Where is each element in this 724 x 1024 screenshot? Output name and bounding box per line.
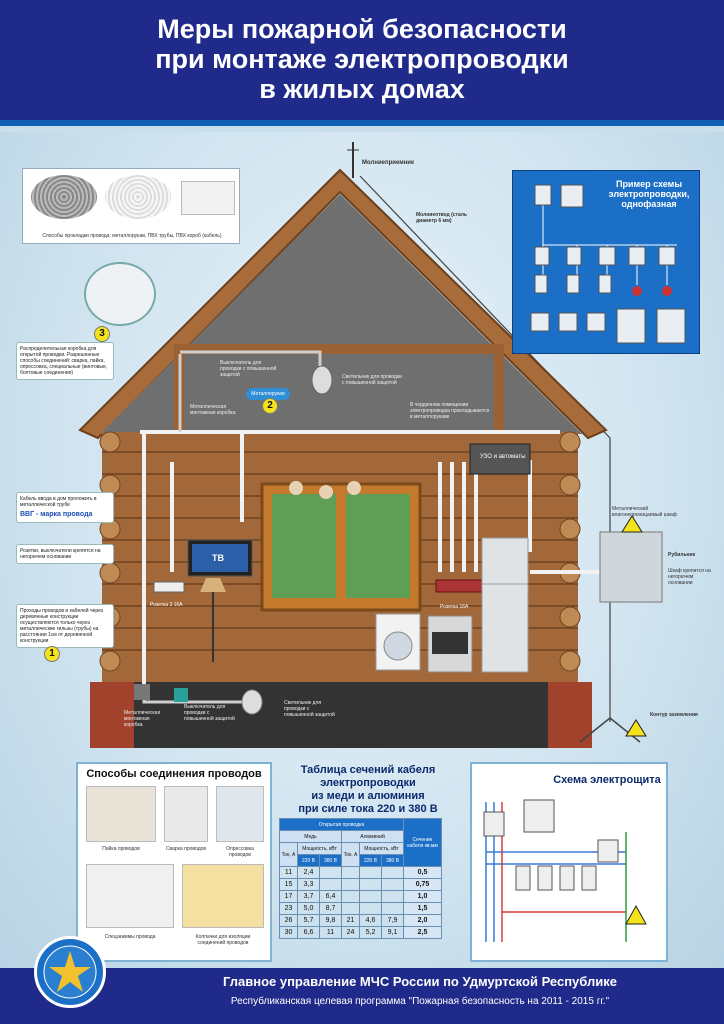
metal-box-label: Металлическая монтажная коробка <box>190 404 236 416</box>
open-wiring-header: Открытая проводка <box>279 818 404 831</box>
basement-switch-label: Выключатель для проводки с повышенной за… <box>184 704 235 722</box>
tv-label: ТВ <box>212 553 224 563</box>
cable-methods-caption: Способы прокладки провода: металлорукав,… <box>42 233 222 239</box>
socket-left-label: Розетка 3 16А <box>150 602 183 608</box>
metal-hose-tag: Металлорукав <box>246 388 290 400</box>
connection-crimp-label: Опрессовка проводов <box>226 846 254 858</box>
panel-schema: Схема электрощита <box>470 762 668 962</box>
badge-2: 2 <box>262 398 278 414</box>
connection-caps-label: Колпачки для изоляции соединений проводо… <box>195 934 251 946</box>
alu-power-header: Мощность, кВт <box>359 842 404 855</box>
lamp-label-attic: Светильник для проводки с повышенной защ… <box>342 374 402 386</box>
alu-380-header: 380 В <box>381 854 404 867</box>
cable-table-title: Таблица сечений кабеля электропроводки и… <box>298 764 438 815</box>
panel-diagram <box>483 799 647 942</box>
socket-note-label: Розетки, выключатели крепятся на негорюч… <box>16 544 114 564</box>
copper-current-header: Ток, А <box>279 842 298 867</box>
wire-passage-label: Проходы проводов и кабелей через деревян… <box>16 604 114 648</box>
connections-title: Способы соединения проводов <box>86 768 262 780</box>
breaker-label: Рубильник <box>668 552 696 558</box>
copper-220-header: 220 В <box>297 854 320 867</box>
badge-3: 3 <box>94 326 110 342</box>
poster-title: Меры пожарной безопасности при монтаже э… <box>155 14 569 104</box>
connection-solder-label: Пайка проводов <box>102 846 140 852</box>
header-banner: Меры пожарной безопасности при монтаже э… <box>0 0 724 126</box>
cable-duct-image <box>181 181 235 215</box>
single-phase-schema: Пример схемы электропроводки, однофазная <box>512 170 700 354</box>
connection-solder-image <box>86 786 156 842</box>
basement-box-label: Металлическая монтажная коробка <box>124 710 161 728</box>
cabinet-mount-label: Шкаф крепится на негорючем основании <box>668 568 711 586</box>
cable-methods-box: Способы прокладки провода: металлорукав,… <box>22 168 240 244</box>
lightning-rod-label: Молниеприемник <box>362 160 414 166</box>
connection-clamps-label: Спецзажимы провода <box>104 934 156 940</box>
pipe-coil-image <box>105 175 171 219</box>
uzo-label: УЗО и автоматы <box>480 454 526 460</box>
single-phase-diagram <box>530 184 686 344</box>
footer-line-1: Главное управление МЧС России по Удмуртс… <box>223 974 617 989</box>
cabinet-label: Металлический влагонепроницаемый шкаф <box>612 506 677 518</box>
connection-crimp-image <box>216 786 264 842</box>
copper-header: Медь <box>279 830 342 843</box>
alu-header: Алюминий <box>341 830 404 843</box>
down-conductor-label: Молниеотвод (сталь диаметр 6 мм) <box>416 212 468 224</box>
junction-box-image <box>84 262 156 326</box>
socket-right-label: Розетка 16А <box>440 604 469 610</box>
panel-schema-title: Схема электрощита <box>553 774 661 786</box>
footer-line-2: Республиканская целевая программа "Пожар… <box>230 996 610 1007</box>
alu-current-header: Ток, А <box>341 842 360 867</box>
single-phase-schema-title: Пример схемы электропроводки, однофазная <box>608 179 690 209</box>
connection-caps-image <box>182 864 264 928</box>
connection-weld-label: Сварка проводов <box>165 846 207 852</box>
section-header: Сечение кабеля кв.мм <box>403 818 442 867</box>
copper-380-header: 380 В <box>319 854 342 867</box>
footer-banner: Главное управление МЧС России по Удмуртс… <box>0 968 724 1024</box>
connection-weld-image <box>164 786 208 842</box>
switch-label-attic: Выключатель для проводки с повышенной за… <box>220 360 277 378</box>
emchs-emblem-icon <box>34 936 106 1008</box>
cable-passage-label: Кабель ввода в дом проложить в металличе… <box>16 492 114 523</box>
cable-section-table: Открытая проводка Сечение кабеля кв.мм М… <box>279 818 442 939</box>
ground-loop-label: Контур заземления <box>650 712 698 718</box>
house-illustration <box>78 142 663 748</box>
attic-note-label: В чердачном помещении электропроводка пр… <box>410 402 490 420</box>
copper-power-header: Мощность, кВт <box>297 842 342 855</box>
basement-lamp-label: Светильник для проводки с повышенной защ… <box>284 700 335 718</box>
emblem-star-icon <box>43 945 97 999</box>
cable-coil-image <box>31 175 97 219</box>
junction-box-label: Распределительная коробка для открытой п… <box>16 342 114 380</box>
connection-clamps-image <box>86 864 174 928</box>
alu-220-header: 220 В <box>359 854 382 867</box>
connections-panel: Способы соединения проводов Пайка провод… <box>76 762 272 962</box>
badge-1: 1 <box>44 646 60 662</box>
